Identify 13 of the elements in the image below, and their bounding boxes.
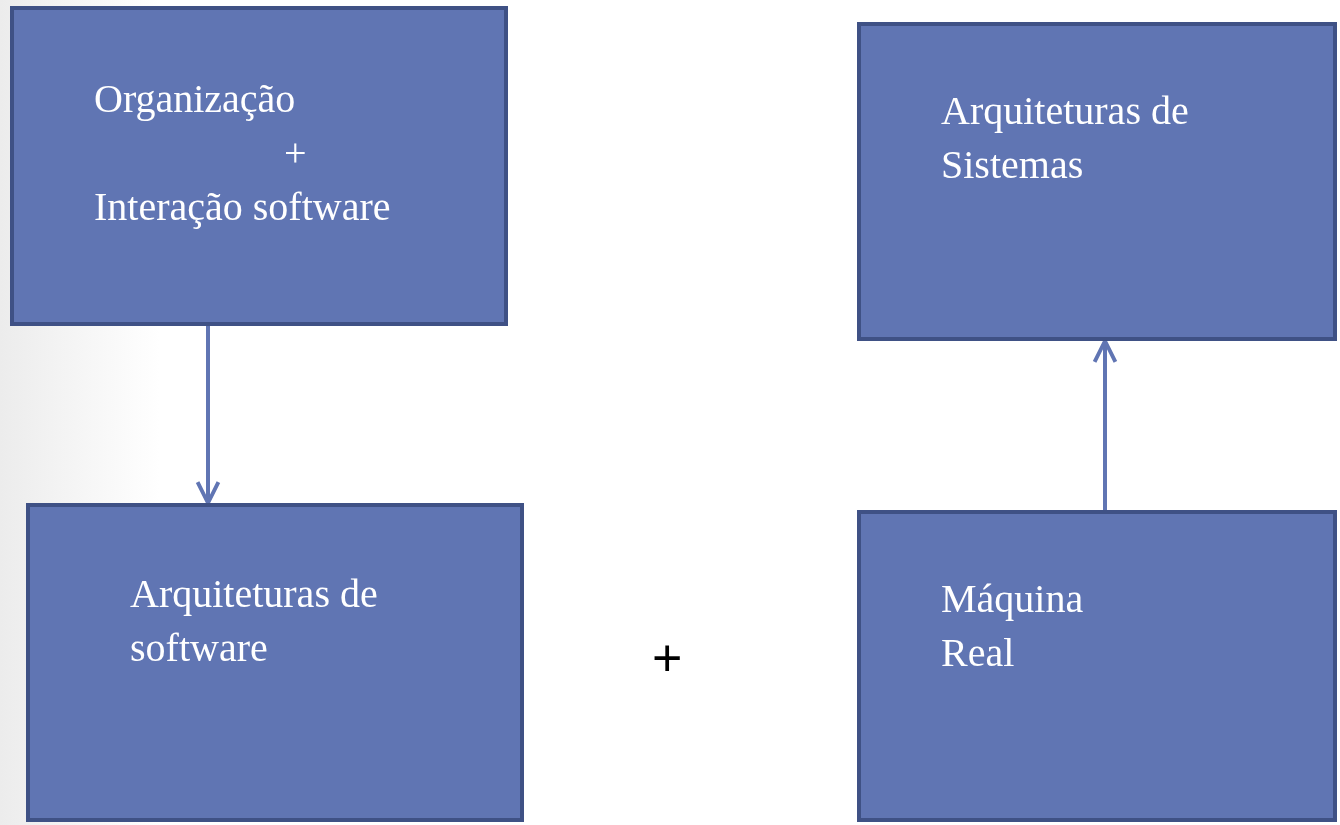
box-text: Arquiteturas de Sistemas (941, 87, 1190, 189)
box-text: Organização (94, 75, 296, 123)
box-text: Máquina Real (941, 575, 1085, 677)
box-text: Arquiteturas de software (130, 570, 379, 672)
arrow (195, 326, 221, 505)
process-box (10, 6, 508, 326)
box-text: + (284, 129, 307, 177)
plus-sign: + (652, 632, 683, 684)
box-text: Interação software (94, 183, 391, 231)
process-box (857, 22, 1337, 341)
arrow (1092, 339, 1118, 510)
process-box (857, 510, 1337, 822)
process-box (26, 503, 524, 822)
